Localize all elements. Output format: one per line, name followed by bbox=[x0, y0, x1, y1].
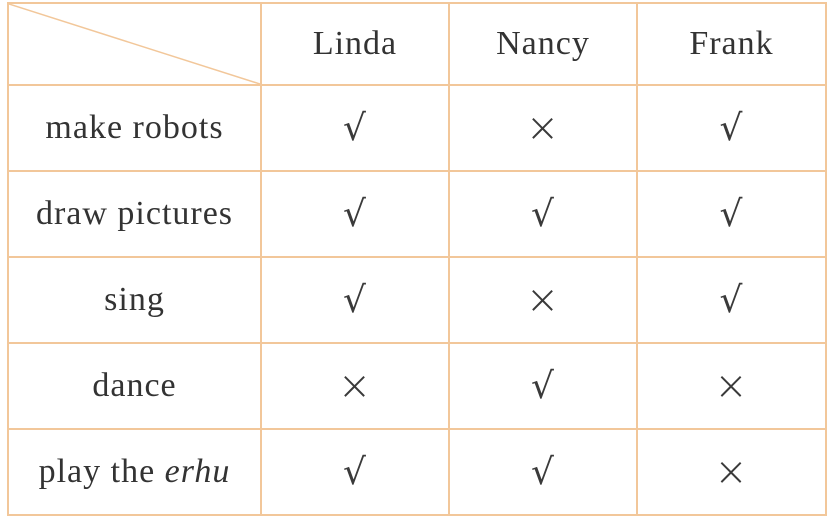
check-mark-icon: √ bbox=[343, 451, 367, 493]
header-row: Linda Nancy Frank bbox=[7, 2, 827, 86]
cross-mark-icon: × bbox=[714, 363, 749, 409]
mark-cell: × bbox=[448, 256, 638, 344]
mark-cell: × bbox=[260, 342, 450, 430]
ability-table: Linda Nancy Frank make robots √ × √ draw… bbox=[7, 2, 827, 516]
check-mark-icon: √ bbox=[343, 107, 367, 149]
mark-cell: √ bbox=[260, 256, 450, 344]
mark-cell: × bbox=[448, 84, 638, 172]
table-row: dance × √ × bbox=[7, 342, 827, 430]
check-mark-icon: √ bbox=[531, 193, 555, 235]
mark-cell: √ bbox=[260, 170, 450, 258]
row-label-text: dance bbox=[92, 367, 177, 404]
mark-cell: √ bbox=[260, 428, 450, 516]
mark-cell: √ bbox=[636, 170, 827, 258]
table-row: play the erhu √ √ × bbox=[7, 428, 827, 516]
mark-cell: √ bbox=[448, 170, 638, 258]
mark-cell: × bbox=[636, 342, 827, 430]
check-mark-icon: √ bbox=[531, 365, 555, 407]
row-label: make robots bbox=[7, 84, 262, 172]
row-label: sing bbox=[7, 256, 262, 344]
mark-cell: √ bbox=[448, 428, 638, 516]
row-label-italic-word: erhu bbox=[164, 453, 231, 490]
check-mark-icon: √ bbox=[343, 279, 367, 321]
mark-cell: √ bbox=[636, 256, 827, 344]
column-header-linda: Linda bbox=[260, 2, 450, 86]
cross-mark-icon: × bbox=[525, 277, 561, 323]
check-mark-icon: √ bbox=[343, 193, 367, 235]
check-mark-icon: √ bbox=[719, 279, 744, 321]
mark-cell: √ bbox=[448, 342, 638, 430]
table-row: sing √ × √ bbox=[7, 256, 827, 344]
table-row: draw pictures √ √ √ bbox=[7, 170, 827, 258]
cross-mark-icon: × bbox=[714, 449, 749, 495]
check-mark-icon: √ bbox=[719, 107, 744, 149]
corner-diagonal-line bbox=[10, 5, 259, 83]
row-label-text: make robots bbox=[45, 109, 224, 146]
mark-cell: × bbox=[636, 428, 827, 516]
mark-cell: √ bbox=[636, 84, 827, 172]
row-label-text: play the bbox=[38, 453, 165, 490]
column-header-frank: Frank bbox=[636, 2, 827, 86]
row-label: dance bbox=[7, 342, 262, 430]
check-mark-icon: √ bbox=[719, 193, 744, 235]
cross-mark-icon: × bbox=[525, 105, 561, 151]
mark-cell: √ bbox=[260, 84, 450, 172]
column-header-nancy: Nancy bbox=[448, 2, 638, 86]
row-label: play the erhu bbox=[7, 428, 262, 516]
row-label: draw pictures bbox=[7, 170, 262, 258]
corner-cell bbox=[7, 2, 262, 86]
check-mark-icon: √ bbox=[531, 451, 555, 493]
cross-mark-icon: × bbox=[337, 363, 373, 409]
table-row: make robots √ × √ bbox=[7, 84, 827, 172]
row-label-text: draw pictures bbox=[35, 195, 234, 232]
row-label-text: sing bbox=[104, 281, 165, 318]
